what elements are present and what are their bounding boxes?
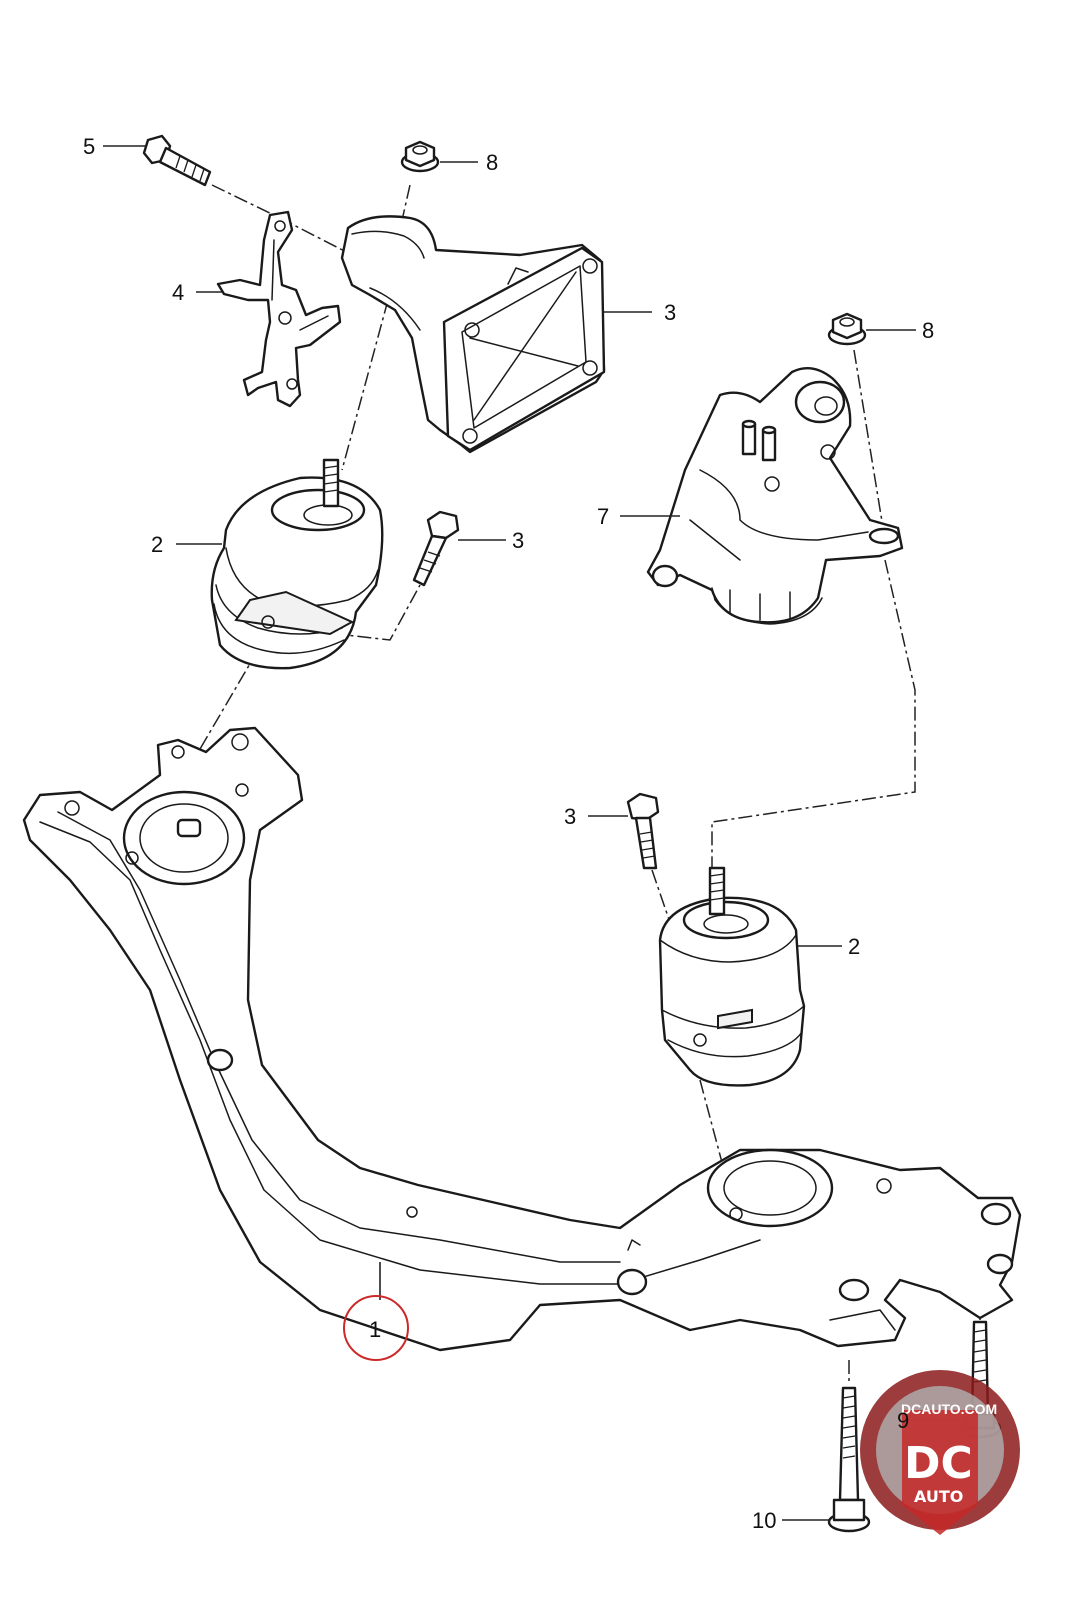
- subframe-crossmember-part: [22, 726, 1022, 1352]
- callout-1-highlight: [343, 1295, 409, 1361]
- flange-nut-right-part: [827, 312, 867, 346]
- flange-nut-left-part: [400, 140, 440, 173]
- engine-bracket-left-part: [340, 215, 606, 454]
- callout-10: 10: [752, 1508, 776, 1533]
- callout-1: 1: [369, 1317, 381, 1342]
- engine-mount-left-part: [210, 458, 384, 670]
- callout-2b: 2: [848, 934, 860, 959]
- engine-bracket-right-part: [646, 366, 904, 625]
- dcauto-watermark: DCAUTO.COM DC AUTO: [860, 1370, 1020, 1535]
- engine-mount-right-part: [658, 866, 806, 1087]
- mount-bolt-left-part: [412, 510, 460, 587]
- callout-6: 5: [83, 134, 95, 159]
- mount-bolt-right-part: [626, 792, 660, 870]
- callouts: 5 8 4 3 8 7 2 3 3 2 1 10: [83, 134, 960, 1533]
- subframe-bolt-front-part: [827, 1386, 871, 1533]
- watermark-initials: DC: [904, 1438, 973, 1489]
- callout-7: 7: [597, 504, 609, 529]
- callout-5: 4: [172, 280, 184, 305]
- callout-9: 9: [897, 1408, 909, 1433]
- callout-2a: 2: [151, 532, 163, 557]
- watermark-site: DCAUTO.COM: [901, 1401, 997, 1417]
- callout-4: 3: [664, 300, 676, 325]
- callout-8a: 8: [486, 150, 498, 175]
- callout-8b: 8: [922, 318, 934, 343]
- callout-3a: 3: [512, 528, 524, 553]
- callout-3b: 3: [564, 804, 576, 829]
- sheet-metal-bracket-part: [216, 210, 342, 408]
- bracket-bolt-part: [142, 134, 212, 187]
- watermark-word: AUTO: [914, 1487, 963, 1506]
